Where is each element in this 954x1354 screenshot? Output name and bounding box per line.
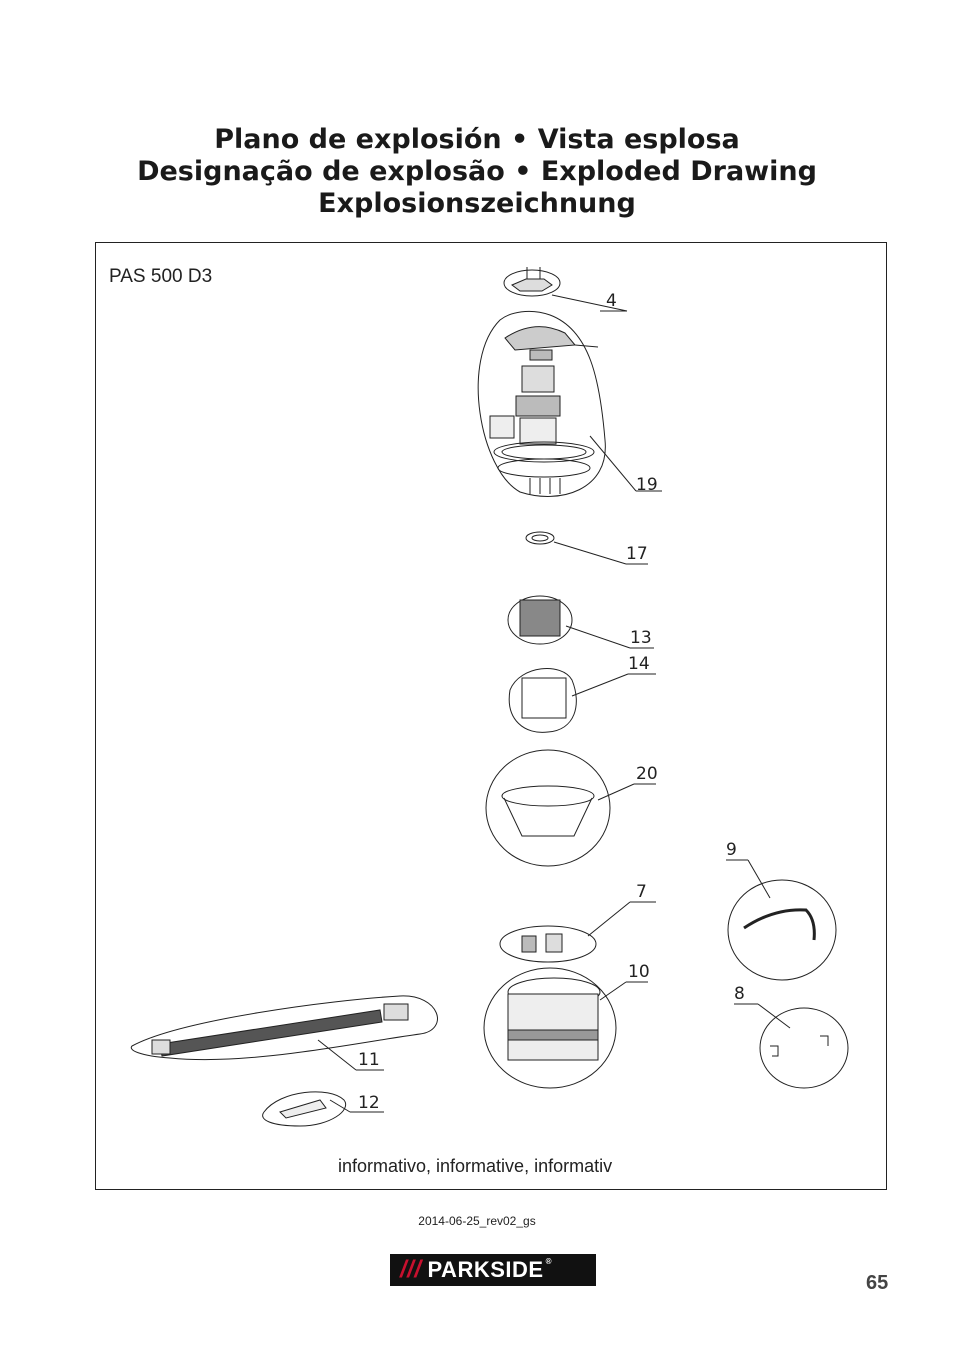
part-label-9: 9 bbox=[726, 840, 737, 860]
part-20-illustration bbox=[485, 749, 656, 867]
part-4-illustration bbox=[503, 267, 628, 312]
part-14-illustration bbox=[508, 668, 656, 733]
part-label-20: 20 bbox=[636, 764, 658, 784]
part-label-11: 11 bbox=[358, 1050, 380, 1070]
part-9-illustration bbox=[726, 859, 837, 981]
informative-note: informativo, informative, informativ bbox=[338, 1156, 613, 1176]
part-17-illustration bbox=[525, 531, 648, 565]
part-label-4: 4 bbox=[606, 291, 617, 311]
parkside-logo: /// PARKSIDE ® bbox=[390, 1254, 596, 1286]
part-7-illustration bbox=[499, 901, 656, 963]
part-13-illustration bbox=[507, 595, 654, 649]
revision-code: 2014-06-25_rev02_gs bbox=[418, 1214, 536, 1228]
part-label-10: 10 bbox=[628, 962, 650, 982]
part-label-13: 13 bbox=[630, 628, 652, 648]
title-line-1: Plano de explosión • Vista esplosa bbox=[214, 124, 740, 155]
part-19-illustration bbox=[477, 310, 662, 497]
part-label-7: 7 bbox=[636, 882, 647, 902]
title-line-2: Designação de explosão • Exploded Drawin… bbox=[137, 156, 817, 187]
part-label-8: 8 bbox=[734, 984, 745, 1004]
logo-name: PARKSIDE bbox=[427, 1257, 544, 1282]
drawing-frame bbox=[95, 242, 887, 1190]
logo-slashes: /// bbox=[400, 1256, 422, 1283]
part-label-19: 19 bbox=[636, 475, 658, 495]
part-10-illustration bbox=[483, 967, 648, 1089]
part-12-illustration bbox=[262, 1091, 384, 1127]
part-11-illustration bbox=[130, 995, 438, 1071]
logo-registered-mark: ® bbox=[545, 1257, 552, 1266]
page-title: Plano de explosión • Vista esplosa Desig… bbox=[0, 124, 954, 220]
part-8-illustration bbox=[734, 1003, 849, 1089]
title-line-3: Explosionszeichnung bbox=[318, 188, 636, 219]
part-label-14: 14 bbox=[628, 654, 650, 674]
part-label-12: 12 bbox=[358, 1093, 380, 1113]
model-name: PAS 500 D3 bbox=[109, 266, 213, 287]
part-label-17: 17 bbox=[626, 544, 648, 564]
page-number: 65 bbox=[866, 1272, 889, 1294]
